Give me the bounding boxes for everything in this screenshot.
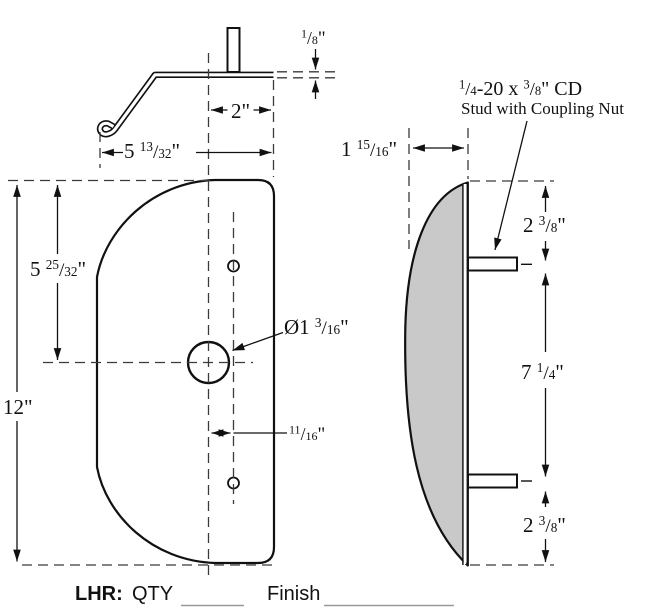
stud-callout-line1: 1/4-20 x 3/8" CD xyxy=(459,77,582,100)
dim-hole-diameter-label: Ø1 3/16" xyxy=(284,315,349,339)
front-view xyxy=(95,178,276,565)
dim-depth-label: 1 15/16" xyxy=(341,137,397,161)
dim-thickness-label: 1/8" xyxy=(301,27,326,49)
dim-stud-spacing-label: 7 1/4" xyxy=(521,360,564,384)
qty-label: QTY xyxy=(132,583,173,605)
dia-leader-line xyxy=(232,331,284,352)
side-profile xyxy=(404,181,469,567)
handle-profile-core xyxy=(98,73,274,136)
dim-hole-offset-label: 11/16" xyxy=(289,423,325,445)
stud-callout-leader xyxy=(494,120,528,251)
dim-height-label: 12" xyxy=(3,395,33,419)
dim-top-spacing-label: 2 3/8" xyxy=(523,213,566,237)
hand-label: LHR: xyxy=(75,583,123,605)
stud-bottom-side-view xyxy=(467,473,518,489)
dimension-lines xyxy=(13,49,550,562)
side-view xyxy=(404,181,532,567)
mounting-stud-top-view xyxy=(226,27,241,73)
footer-order-line: LHR: QTY Finish xyxy=(75,583,454,607)
dim-bottom-spacing-label: 2 3/8" xyxy=(523,513,566,537)
dim-overall-width-label: 5 13/32" xyxy=(124,139,180,163)
stud-callout-line2: Stud with Coupling Nut xyxy=(461,99,624,118)
dim-hole-height-label: 5 25/32" xyxy=(30,257,86,281)
reference-lines xyxy=(8,53,554,577)
stud-top-side-view xyxy=(467,256,518,272)
front-outline xyxy=(95,178,276,565)
dim-stud-offset-label: 2" xyxy=(231,99,250,123)
top-profile-view xyxy=(96,27,274,138)
finish-label: Finish xyxy=(267,583,320,605)
dimension-labels: 2" 5 13/32" 1/8" 12" 5 25/32" Ø1 3/16" 1… xyxy=(3,27,624,537)
